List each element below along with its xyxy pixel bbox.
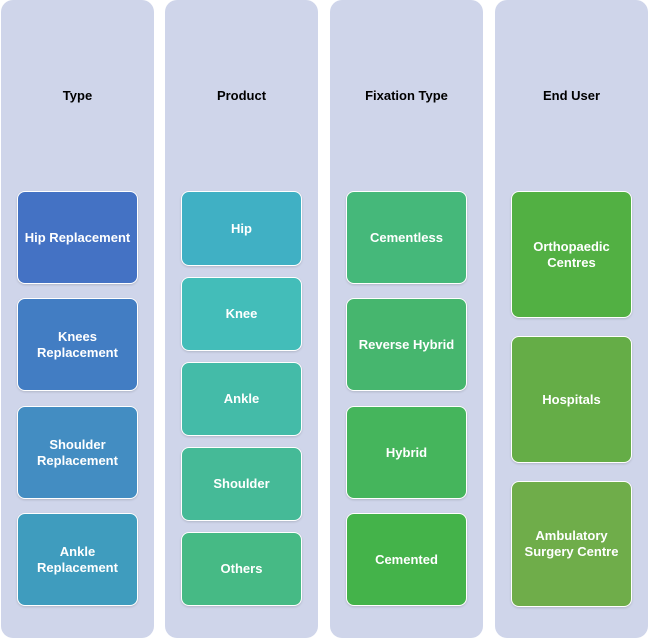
item-label: Hip xyxy=(231,220,252,236)
item-label: Hospitals xyxy=(542,391,601,407)
item-knee: Knee xyxy=(181,277,302,351)
item-hospitals: Hospitals xyxy=(511,336,632,463)
item-hybrid: Hybrid xyxy=(346,406,467,499)
column-fixation-type: Fixation Type Cementless Reverse Hybrid … xyxy=(330,0,483,638)
item-label: Knee xyxy=(225,306,258,321)
item-label: Cemented xyxy=(375,551,438,567)
item-cementless: Cementless xyxy=(346,191,467,284)
item-hip-replacement: Hip Replacement xyxy=(17,191,138,284)
item-ankle: Ankle xyxy=(181,362,302,436)
column-title: Fixation Type xyxy=(365,88,448,103)
item-label: Ankle xyxy=(223,391,260,406)
item-label: Hip Replacement xyxy=(24,229,131,245)
item-label: Others xyxy=(220,561,263,576)
item-label: Hybrid xyxy=(385,444,428,460)
column-product: Product Hip Knee Ankle Shoulder Others xyxy=(165,0,318,638)
item-label: Reverse Hybrid xyxy=(358,336,455,352)
item-label: Shoulder xyxy=(213,476,270,491)
item-shoulder: Shoulder xyxy=(181,447,302,521)
column-title: Product xyxy=(216,88,267,103)
column-title: End User xyxy=(542,88,601,103)
column-title: Type xyxy=(62,88,93,103)
item-others: Others xyxy=(181,532,302,606)
item-reverse-hybrid: Reverse Hybrid xyxy=(346,298,467,391)
item-label: Cementless xyxy=(370,229,443,245)
item-cemented: Cemented xyxy=(346,513,467,606)
item-hip: Hip xyxy=(181,191,302,266)
